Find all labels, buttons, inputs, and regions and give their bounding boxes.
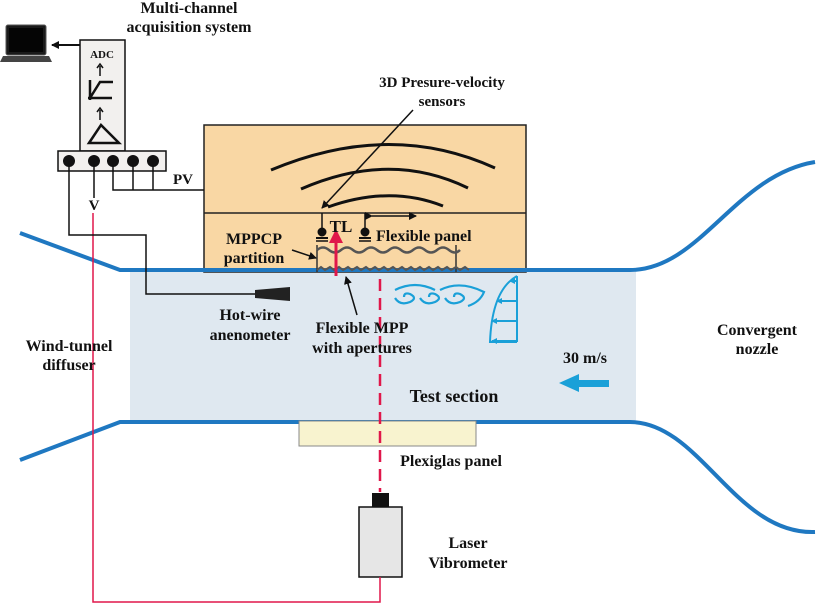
sensors-label-line2: sensors [419, 94, 466, 110]
vibrometer-cable [92, 225, 381, 603]
flexible-mpp-label-line2: with apertures [312, 340, 412, 357]
mppcp-partition [316, 245, 470, 272]
test-section-label: Test section [410, 386, 499, 406]
signal-flow-arrows [96, 62, 104, 120]
plexiglas-label: Plexiglas panel [400, 453, 502, 470]
mpp-pointer [344, 276, 358, 316]
mppcp-pointer [291, 249, 317, 260]
laser-vibrometer [358, 506, 403, 578]
flexible-panel [316, 246, 461, 254]
signal-wires [68, 161, 265, 295]
amplifier-triangle-icon [86, 123, 123, 145]
plexiglas-panel [298, 420, 477, 447]
adc-label: ADC [90, 49, 114, 61]
sensors-pointer [321, 109, 414, 209]
pv-sensors [316, 213, 371, 242]
hotwire-label-line1: Hot-wire [219, 307, 280, 324]
hot-wire-probe [255, 287, 290, 301]
diffuser-upper-wall [19, 160, 816, 272]
boundary-layer-profile-icon [488, 275, 518, 344]
sensor-left [317, 227, 327, 237]
nozzle-label-line2: nozzle [736, 341, 779, 358]
flexible-panel-label: Flexible panel [376, 228, 472, 245]
tunnel-walls [19, 160, 816, 535]
laptop-icon [0, 24, 52, 62]
v-label: V [89, 198, 100, 214]
acquisition-title-line2: acquisition system [127, 19, 253, 36]
pv-label: PV [173, 172, 193, 188]
laser-label-line2: Vibrometer [428, 555, 507, 572]
laser-vibrometer-head [372, 493, 389, 507]
vortex-icon [394, 283, 486, 308]
tl-label: TL [330, 217, 353, 236]
flow-speed-label: 30 m/s [563, 350, 607, 367]
test-section-region [130, 272, 636, 420]
filter-icon [88, 80, 113, 100]
mppcp-label-line2: partition [224, 250, 285, 267]
nozzle-label-line1: Convergent [717, 322, 798, 339]
acquisition-title-line1: Multi-channel [141, 0, 238, 17]
acquisition-unit [79, 39, 126, 152]
diffuser-label-line2: diffuser [42, 357, 95, 374]
mppcp-label-line1: MPPCP [226, 231, 282, 248]
sensor-right [360, 227, 370, 237]
sensors-label-line1: 3D Presure-velocity [379, 75, 505, 91]
sound-wave-icon [270, 143, 496, 209]
diffuser-label-line1: Wind-tunnel [26, 338, 113, 355]
hotwire-label-line2: anenometer [210, 327, 291, 344]
left-arrow-icon [559, 374, 609, 392]
flexible-mpp-label-line1: Flexible MPP [316, 320, 409, 337]
laser-label-line1: Laser [448, 535, 487, 552]
flexible-mpp-apertures [316, 265, 470, 272]
diffuser-lower-wall [19, 420, 816, 535]
